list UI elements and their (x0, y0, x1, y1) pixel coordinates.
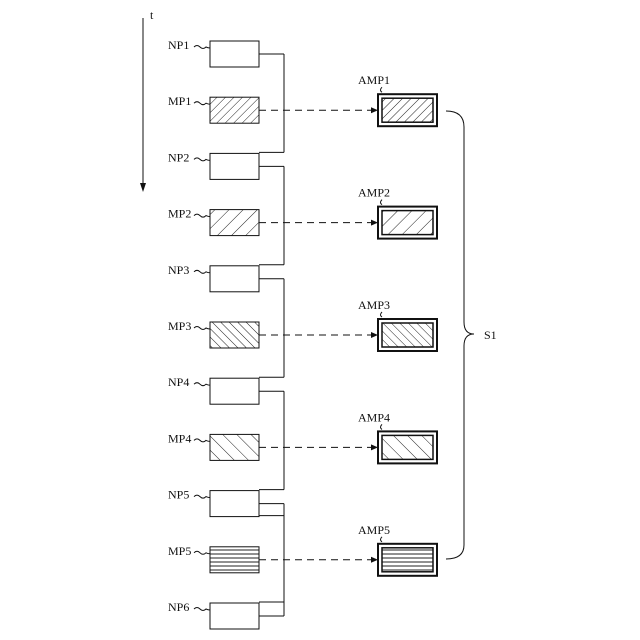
mp5-leader (194, 551, 210, 554)
mp1-block (210, 97, 259, 123)
amp1-leader (381, 87, 383, 92)
np5-block (210, 491, 259, 517)
bus-connector (259, 516, 284, 616)
mp1-leader (194, 102, 210, 105)
mp3-leader (194, 327, 210, 330)
mp4-block (210, 434, 259, 460)
np5-label: NP5 (168, 488, 189, 502)
amp5-label: AMP5 (358, 523, 390, 537)
np6-block (210, 603, 259, 629)
np3-block (210, 266, 259, 292)
mp4-leader (194, 439, 210, 442)
amp3-leader (381, 312, 383, 317)
mp2-block (210, 210, 259, 236)
np3-leader (194, 270, 210, 273)
amp1-block (382, 98, 433, 122)
np2-block (210, 153, 259, 179)
amp5-leader (381, 537, 383, 542)
bus-connector (259, 391, 284, 489)
s1-brace (446, 111, 474, 559)
bus-connector (259, 166, 284, 264)
np1-block (210, 41, 259, 67)
bus-connector (259, 504, 284, 602)
amp1-label: AMP1 (358, 73, 390, 87)
np4-block (210, 378, 259, 404)
time-axis-label: t (150, 8, 154, 22)
amp5-block (382, 548, 433, 572)
amp3-block (382, 323, 433, 347)
amplified-pulses: AMP1AMP2AMP3AMP4AMP5 (259, 73, 437, 576)
amp4-label: AMP4 (358, 410, 390, 424)
mp2-leader (194, 214, 210, 217)
s1-label: S1 (484, 328, 497, 342)
np6-label: NP6 (168, 600, 189, 614)
np2-label: NP2 (168, 150, 189, 164)
time-axis-arrowhead (140, 183, 146, 192)
np4-label: NP4 (168, 375, 189, 389)
amp4-block (382, 435, 433, 459)
mp3-block (210, 322, 259, 348)
bus-connector (259, 54, 284, 152)
np4-leader (194, 383, 210, 386)
mp2-label: MP2 (168, 207, 191, 221)
np3-label: NP3 (168, 263, 189, 277)
mp5-label: MP5 (168, 544, 191, 558)
mp3-label: MP3 (168, 319, 191, 333)
np6-leader (194, 608, 210, 611)
mp5-block (210, 547, 259, 573)
pulse-sequence: NP1MP1NP2MP2NP3MP3NP4MP4NP5MP5NP6 (168, 38, 284, 629)
np1-label: NP1 (168, 38, 189, 52)
mp4-label: MP4 (168, 431, 191, 445)
mp1-label: MP1 (168, 94, 191, 108)
amp3-label: AMP3 (358, 298, 390, 312)
amp2-leader (381, 200, 383, 205)
bus-connector (259, 279, 284, 377)
amp2-label: AMP2 (358, 186, 390, 200)
amp2-block (382, 211, 433, 235)
np2-leader (194, 158, 210, 161)
np1-leader (194, 46, 210, 49)
np5-leader (194, 495, 210, 498)
amp4-leader (381, 424, 383, 429)
